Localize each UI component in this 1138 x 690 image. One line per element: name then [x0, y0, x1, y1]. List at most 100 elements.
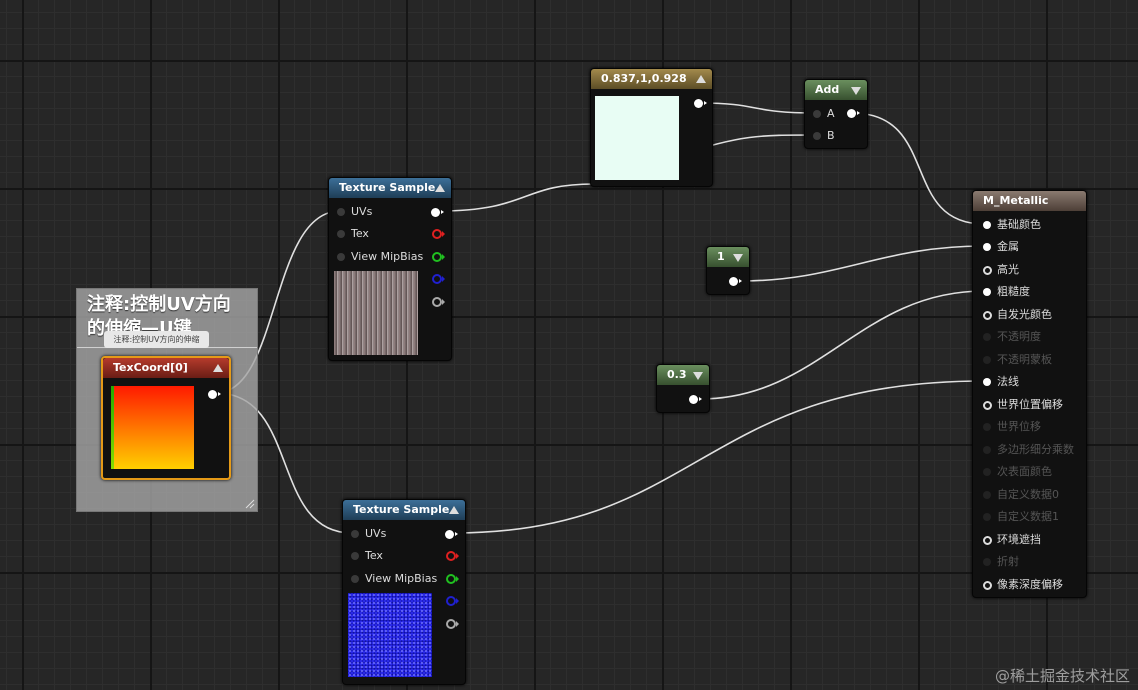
pin-disabled-icon	[983, 333, 991, 341]
pin-view-mipbias[interactable]: View MipBias	[351, 572, 437, 586]
pin-icon	[351, 552, 359, 560]
pin-connected-icon	[337, 208, 345, 216]
texture-sample-2-header[interactable]: Texture Sample	[343, 500, 465, 520]
pin-icon	[337, 253, 345, 261]
wire-add-to-basecolor	[851, 112, 985, 225]
collapse-arrow-icon[interactable]	[696, 75, 706, 83]
texcoord-node[interactable]: TexCoord[0]	[101, 356, 231, 480]
pin-disabled-icon	[983, 513, 991, 521]
wire-sample2-to-normal	[453, 380, 985, 534]
add-header[interactable]: Add	[805, 80, 867, 100]
pin-normal[interactable]: 法线	[983, 375, 1019, 389]
pin-custom-data-1: 自定义数据1	[983, 510, 1059, 524]
wire-const1-to-metallic	[739, 245, 985, 282]
output-r-pin[interactable]	[446, 551, 459, 561]
pin-icon	[351, 575, 359, 583]
texture-sample-1-header[interactable]: Texture Sample	[329, 178, 451, 198]
texcoord-output-pin[interactable]	[208, 390, 221, 399]
pin-base-color[interactable]: 基础颜色	[983, 218, 1041, 232]
collapse-arrow-icon[interactable]	[435, 184, 445, 192]
output-rgb-pin[interactable]	[445, 530, 458, 539]
constant3-vector-node[interactable]: 0.837,1,0.928	[590, 68, 713, 187]
add-output-pin[interactable]	[847, 109, 860, 118]
pin-specular[interactable]: 高光	[983, 263, 1019, 277]
pin-roughness[interactable]: 粗糙度	[983, 285, 1030, 299]
pin-opacity: 不透明度	[983, 330, 1041, 344]
texture-sample-2-title: Texture Sample	[353, 503, 450, 516]
pin-disabled-icon	[983, 468, 991, 476]
pin-uvs[interactable]: UVs	[337, 205, 372, 219]
constant-1-header[interactable]: 1	[707, 247, 749, 267]
pin-subsurface-color: 次表面颜色	[983, 465, 1052, 479]
texture-preview-2	[348, 593, 432, 677]
pin-icon	[983, 581, 992, 590]
pin-disabled-icon	[983, 446, 991, 454]
pin-view-mipbias[interactable]: View MipBias	[337, 250, 423, 264]
pin-custom-data-0: 自定义数据0	[983, 488, 1059, 502]
material-header[interactable]: M_Metallic	[973, 191, 1086, 211]
pin-ambient-occlusion[interactable]: 环境遮挡	[983, 533, 1041, 547]
output-r-pin[interactable]	[432, 229, 445, 239]
pin-connected-icon	[351, 530, 359, 538]
wire-const03-to-roughness	[699, 290, 985, 400]
output-b-pin[interactable]	[432, 274, 445, 284]
pin-uvs[interactable]: UVs	[351, 527, 386, 541]
material-result-node[interactable]: M_Metallic 基础颜色 金属 高光 粗糙度 自发光颜色 不透明度 不透明…	[972, 190, 1087, 598]
pin-a[interactable]: A	[813, 107, 835, 121]
collapse-arrow-icon[interactable]	[449, 506, 459, 514]
constant-03-node[interactable]: 0.3	[656, 364, 710, 413]
expand-arrow-icon[interactable]	[851, 87, 861, 95]
wire-const3-to-add-a	[699, 102, 816, 114]
pin-tex[interactable]: Tex	[337, 227, 369, 241]
output-a-pin[interactable]	[446, 619, 459, 629]
pin-disabled-icon	[983, 356, 991, 364]
texture-preview-1	[334, 271, 418, 355]
pin-disabled-icon	[983, 423, 991, 431]
pin-connected-icon	[983, 221, 991, 229]
pin-icon	[983, 311, 992, 320]
pin-emissive-color[interactable]: 自发光颜色	[983, 308, 1052, 322]
pin-connected-icon	[983, 378, 991, 386]
pin-pixel-depth-offset[interactable]: 像素深度偏移	[983, 578, 1063, 592]
output-a-pin[interactable]	[432, 297, 445, 307]
pin-refraction: 折射	[983, 555, 1019, 569]
pin-metallic[interactable]: 金属	[983, 240, 1019, 254]
pin-b[interactable]: B	[813, 129, 835, 143]
expand-arrow-icon[interactable]	[693, 372, 703, 380]
watermark: @稀土掘金技术社区	[994, 667, 1130, 685]
constant3-color-preview	[595, 96, 679, 180]
constant3-output-pin[interactable]	[694, 99, 707, 108]
constant-03-header[interactable]: 0.3	[657, 365, 709, 385]
pin-opacity-mask: 不透明蒙板	[983, 353, 1052, 367]
pin-icon	[983, 401, 992, 410]
pin-disabled-icon	[983, 558, 991, 566]
pin-connected-icon	[983, 288, 991, 296]
pin-world-displacement: 世界位移	[983, 420, 1041, 434]
pin-icon	[813, 132, 821, 140]
constant3-header[interactable]: 0.837,1,0.928	[591, 69, 712, 89]
constant-03-title: 0.3	[667, 368, 687, 381]
material-title: M_Metallic	[983, 194, 1049, 207]
texcoord-header[interactable]: TexCoord[0]	[103, 358, 229, 378]
output-rgb-pin[interactable]	[431, 208, 444, 217]
output-g-pin[interactable]	[446, 574, 459, 584]
pin-icon	[813, 110, 821, 118]
pin-tex[interactable]: Tex	[351, 549, 383, 563]
texture-sample-node-1[interactable]: Texture Sample UVs Tex View MipBias	[328, 177, 452, 361]
output-g-pin[interactable]	[432, 252, 445, 262]
resize-handle-icon[interactable]	[243, 497, 255, 509]
constant3-title: 0.837,1,0.928	[601, 72, 687, 85]
collapse-arrow-icon[interactable]	[213, 364, 223, 372]
constant-1-title: 1	[717, 250, 725, 263]
constant-1-output-pin[interactable]	[729, 277, 742, 286]
output-b-pin[interactable]	[446, 596, 459, 606]
texcoord-preview	[111, 386, 194, 469]
texture-sample-1-title: Texture Sample	[339, 181, 436, 194]
pin-icon	[983, 266, 992, 275]
constant-1-node[interactable]: 1	[706, 246, 750, 295]
texture-sample-node-2[interactable]: Texture Sample UVs Tex View MipBias	[342, 499, 466, 685]
add-node[interactable]: Add A B	[804, 79, 868, 149]
pin-world-position-offset[interactable]: 世界位置偏移	[983, 398, 1063, 412]
expand-arrow-icon[interactable]	[733, 254, 743, 262]
constant-03-output-pin[interactable]	[689, 395, 702, 404]
